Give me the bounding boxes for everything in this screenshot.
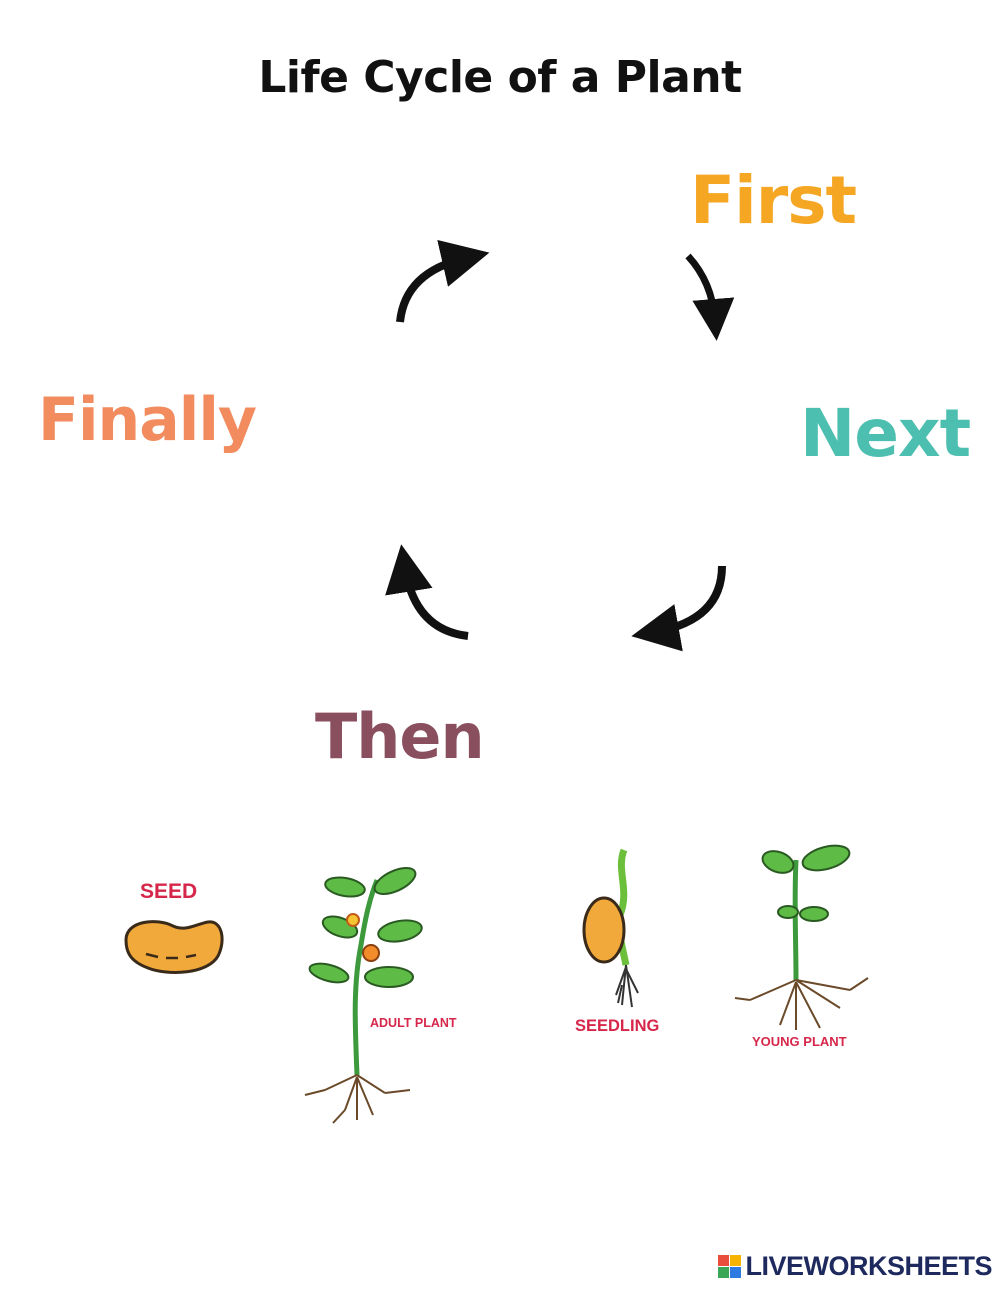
brand-name: LIVEWORKSHEETS [745, 1250, 992, 1281]
cycle-arrow-icon [385, 544, 469, 640]
liveworksheets-logo-icon [718, 1254, 742, 1278]
stage-finally-label: Finally [38, 385, 257, 455]
seed-icon[interactable] [118, 910, 228, 980]
liveworksheets-logo: LIVEWORKSHEETS [718, 1250, 992, 1281]
stage-next-label: Next [800, 395, 971, 472]
seedling-label[interactable]: SEEDLING [575, 1017, 660, 1035]
cycle-arrows [385, 239, 735, 652]
adult-plant-icon[interactable] [285, 865, 435, 1130]
young-plant-label[interactable]: YOUNG PLANT [752, 1034, 847, 1049]
cycle-arrow-icon [685, 253, 735, 341]
stage-then-label: Then [315, 700, 485, 773]
adult-plant-label[interactable]: ADULT PLANT [370, 1016, 457, 1030]
stage-first-label: First [690, 162, 857, 239]
cycle-arrow-icon [631, 565, 726, 652]
page-title: Life Cycle of a Plant [258, 52, 742, 103]
seedling-icon[interactable] [578, 845, 658, 1010]
young-plant-icon[interactable] [730, 840, 875, 1035]
cycle-arrow-icon [396, 239, 490, 323]
seed-label[interactable]: SEED [140, 880, 198, 903]
